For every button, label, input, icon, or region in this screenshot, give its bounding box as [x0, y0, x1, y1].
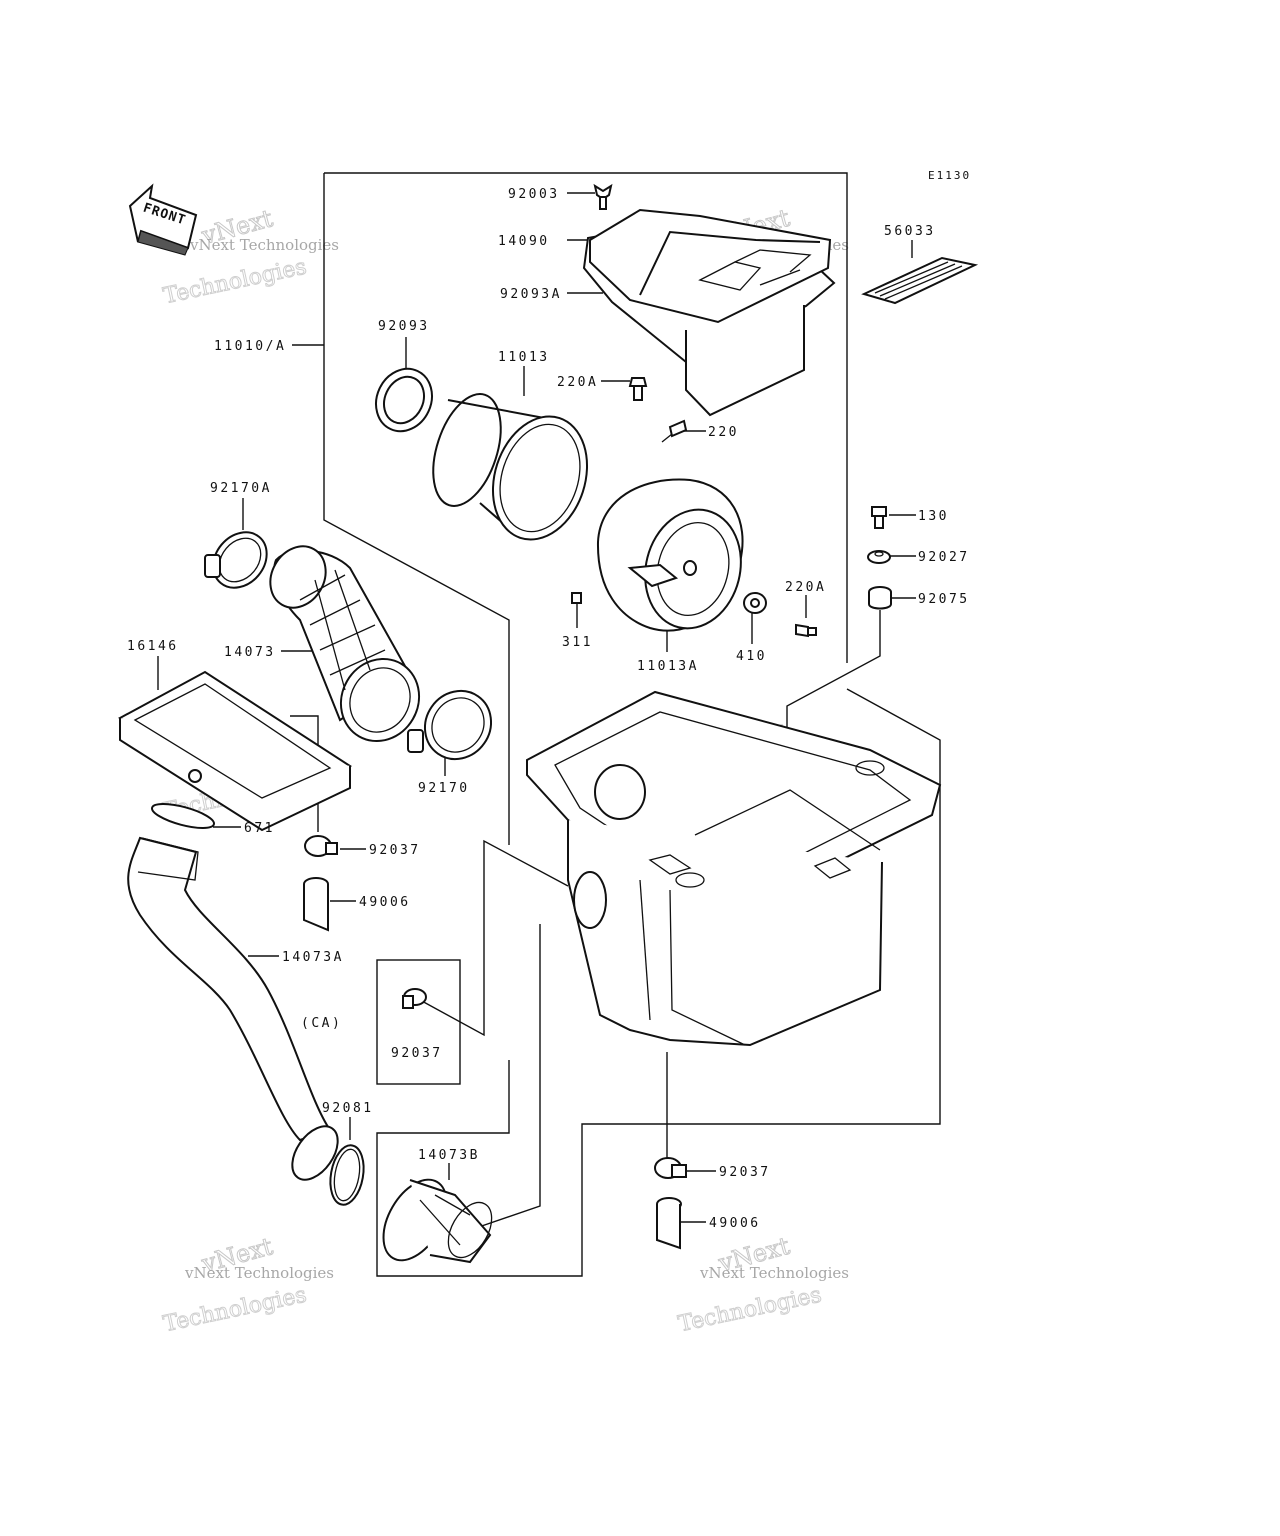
svg-text:vNext Technologies: vNext Technologies — [189, 236, 339, 254]
part-label-130: 130 — [918, 509, 949, 524]
washer-410-icon — [743, 592, 767, 614]
boot-14073B-icon — [382, 1178, 493, 1264]
label-plate-56033-icon — [861, 256, 979, 305]
svg-text:Technologies: Technologies — [161, 255, 309, 310]
watermark-bottom-right: vNext vNext Technologies Technologies — [676, 1231, 849, 1338]
part-label-220A-top: 220A — [557, 375, 598, 390]
collar-92027-icon — [867, 550, 891, 564]
grommet-92075-icon — [868, 586, 892, 610]
part-label-220: 220 — [708, 425, 739, 440]
part-label-92075: 92075 — [918, 592, 970, 607]
svg-text:Technologies: Technologies — [161, 1283, 309, 1338]
part-label-16146: 16146 — [127, 639, 179, 654]
part-label-14073A: 14073A — [282, 950, 344, 965]
tube-49006-b-icon — [656, 1197, 682, 1250]
part-label-92037-b: 92037 — [719, 1165, 771, 1180]
part-label-14073B: 14073B — [418, 1148, 480, 1163]
clamp-92037-ca-icon — [402, 988, 427, 1009]
watermark-bottom-left: vNext vNext Technologies Technologies — [161, 1232, 334, 1338]
part-label-14073: 14073 — [224, 645, 276, 660]
svg-text:Technologies: Technologies — [676, 1283, 824, 1338]
part-label-92081: 92081 — [322, 1101, 374, 1116]
filter-body-11013A-icon — [596, 478, 744, 632]
part-label-49006-b: 49006 — [709, 1216, 761, 1231]
part-label-11013A: 11013A — [637, 659, 699, 674]
part-label-92093A: 92093A — [500, 287, 562, 302]
tube-49006-a-icon — [303, 877, 329, 932]
ring-92093-icon — [375, 367, 433, 433]
part-label-92037-ca: 92037 — [391, 1046, 443, 1061]
pin-311-icon — [571, 592, 582, 604]
clamp-92170A-icon — [204, 531, 268, 589]
bolt-220A-mid-icon — [795, 623, 817, 638]
tray-16146-icon — [118, 670, 353, 832]
clamp-92037-a-icon — [304, 835, 338, 857]
clamp-92170-icon — [407, 689, 493, 761]
bolt-220A-top-icon — [628, 377, 648, 401]
part-label-92037-a: 92037 — [369, 843, 421, 858]
assembly-bracket-lines — [290, 172, 941, 1277]
part-label-14090: 14090 — [498, 234, 550, 249]
part-label-11010A: 11010/A — [214, 339, 286, 354]
part-label-56033: 56033 — [884, 224, 936, 239]
intake-duct-14073-icon — [269, 545, 421, 743]
clamp-92037-b-icon — [654, 1157, 687, 1179]
part-label-92170A: 92170A — [210, 481, 272, 496]
diagram-code: E1130 — [928, 169, 971, 182]
part-label-92170: 92170 — [418, 781, 470, 796]
part-label-220A-mid: 220A — [785, 580, 826, 595]
ring-92081-icon — [329, 1144, 365, 1206]
part-label-92003: 92003 — [508, 187, 560, 202]
svg-text:vNext Technologies: vNext Technologies — [699, 1264, 849, 1282]
svg-text:vNext Technologies: vNext Technologies — [184, 1264, 334, 1282]
part-label-92093: 92093 — [378, 319, 430, 334]
wing-bolt-92003-icon — [593, 183, 613, 210]
front-arrow-icon: FRONT — [128, 183, 198, 256]
hose-14073A-icon — [127, 836, 339, 1181]
part-label-671: 671 — [244, 821, 275, 836]
part-label-ca: (CA) — [301, 1016, 342, 1031]
part-label-311: 311 — [562, 635, 593, 650]
air-box-cover-14090-icon — [582, 208, 836, 417]
bolt-130-icon — [871, 506, 887, 529]
filter-element-11013-icon — [432, 393, 589, 541]
screw-220-icon — [661, 419, 688, 443]
part-label-49006-a: 49006 — [359, 895, 411, 910]
part-label-92027: 92027 — [918, 550, 970, 565]
air-box-housing-11010-icon — [526, 690, 942, 1047]
part-label-11013: 11013 — [498, 350, 550, 365]
o-ring-671-icon — [151, 802, 215, 830]
part-label-410: 410 — [736, 649, 767, 664]
